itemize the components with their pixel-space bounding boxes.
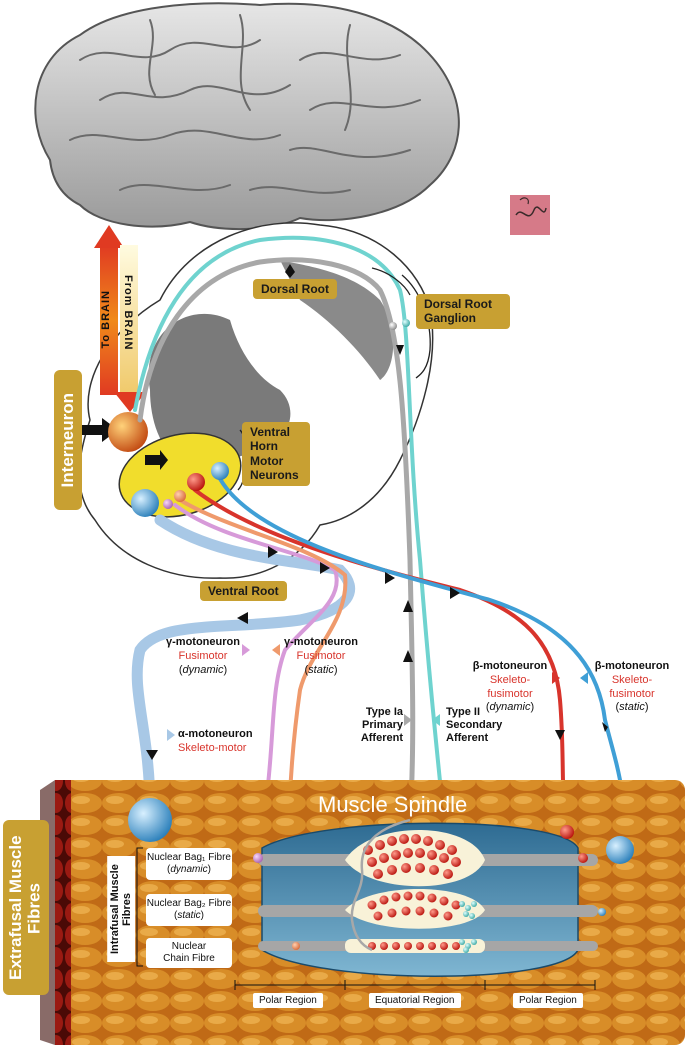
nuclear-bag1-name: Nuclear Bag₁ Fibre — [147, 851, 231, 863]
dorsal-root-label: Dorsal Root — [253, 279, 338, 300]
intrafusal-label: Intrafusal Muscle Fibres — [107, 856, 136, 962]
motor-neuron-cells — [131, 462, 229, 517]
gamma-static-name: γ-motoneuron — [284, 636, 358, 648]
nuclear-chain-box: Nuclear Chain Fibre — [146, 938, 232, 968]
to-brain-label: To BRAIN — [100, 290, 112, 349]
extrafusal-text: Extrafusal Muscle Fibres — [6, 835, 44, 980]
nuclei — [363, 834, 461, 950]
gamma-dynamic-type: Fusimotor — [178, 649, 228, 662]
beta-static-label: β-motoneuron Skeleto-fusimotor (static) — [590, 660, 674, 715]
polar-region-right: Polar Region — [513, 993, 583, 1008]
type-ia-label: Type Ia Primary Afferent — [360, 706, 403, 745]
alpha-type: Skeleto-motor — [178, 741, 247, 754]
muscle-spindle-title: Muscle Spindle — [318, 792, 468, 817]
brain — [34, 2, 460, 231]
beta-static-type: Skeleto-fusimotor — [609, 673, 655, 700]
gamma-static-label: γ-motoneuron Fusimotor (static) — [280, 636, 362, 677]
seal-stamp — [510, 195, 550, 235]
nuclear-bag2-name: Nuclear Bag₂ Fibre — [146, 897, 232, 909]
ventral-root-label: Ventral Root — [200, 581, 287, 602]
gamma-dynamic-label: γ-motoneuron Fusimotor (dynamic) — [160, 636, 246, 677]
nuclear-bag1-box: Nuclear Bag₁ Fibre (dynamic) — [146, 848, 232, 880]
direction-arrows — [145, 264, 608, 760]
nuclear-bag2-param: static — [177, 910, 201, 921]
region-marker-line — [234, 980, 596, 990]
nuclear-bag1-param: dynamic — [170, 864, 208, 875]
polar-region-left: Polar Region — [253, 993, 323, 1008]
gamma-dynamic-name: γ-motoneuron — [166, 636, 240, 648]
beta-dynamic-type: Skeleto-fusimotor — [487, 673, 533, 700]
beta-dynamic-param: dynamic — [489, 701, 531, 714]
ventral-horn-label: Ventral Horn Motor Neurons — [242, 422, 310, 486]
gamma-static-type: Fusimotor — [296, 649, 346, 662]
equatorial-region: Equatorial Region — [369, 993, 461, 1008]
beta-static-param: static — [619, 701, 645, 714]
gamma-dynamic-param: dynamic — [182, 663, 224, 676]
extrafusal-label: Extrafusal Muscle Fibres — [3, 820, 49, 995]
nuclear-bag2-box: Nuclear Bag₂ Fibre (static) — [146, 894, 232, 926]
type-ia-afferent-path — [137, 257, 416, 823]
beta-dynamic-name: β-motoneuron — [472, 660, 548, 672]
beta-static-name: β-motoneuron — [594, 660, 670, 672]
dorsal-root-ganglion-label: Dorsal Root Ganglion — [416, 294, 510, 329]
neuron-markers — [167, 644, 588, 741]
from-brain-label: From BRAIN — [122, 275, 134, 351]
muscle-spindle — [128, 798, 634, 977]
gamma-static-param: static — [308, 663, 334, 676]
intrafusal-bracket — [136, 847, 143, 967]
type-ii-label: Type II Secondary Afferent — [446, 706, 503, 745]
alpha-name: α-motoneuron — [178, 728, 253, 740]
beta-static-path — [216, 473, 627, 852]
alpha-label: α-motoneuron Skeleto-motor — [178, 728, 260, 756]
secondary-endings — [459, 901, 477, 953]
fusimotor-endings — [128, 798, 634, 950]
primary-endings — [350, 818, 411, 952]
ganglion-cells — [389, 319, 410, 330]
type-ii-afferent-path — [133, 235, 452, 882]
beta-dynamic-path — [193, 488, 570, 832]
alpha-motoneuron-path — [131, 514, 355, 816]
interneuron-label: Interneuron — [54, 370, 82, 510]
beta-dynamic-label: β-motoneuron Skeleto-fusimotor (dynamic) — [468, 660, 552, 715]
nuclear-chain-name: Nuclear Chain Fibre — [163, 940, 215, 965]
interneuron-text: Interneuron — [58, 392, 77, 488]
interneuron-cell — [82, 412, 148, 452]
